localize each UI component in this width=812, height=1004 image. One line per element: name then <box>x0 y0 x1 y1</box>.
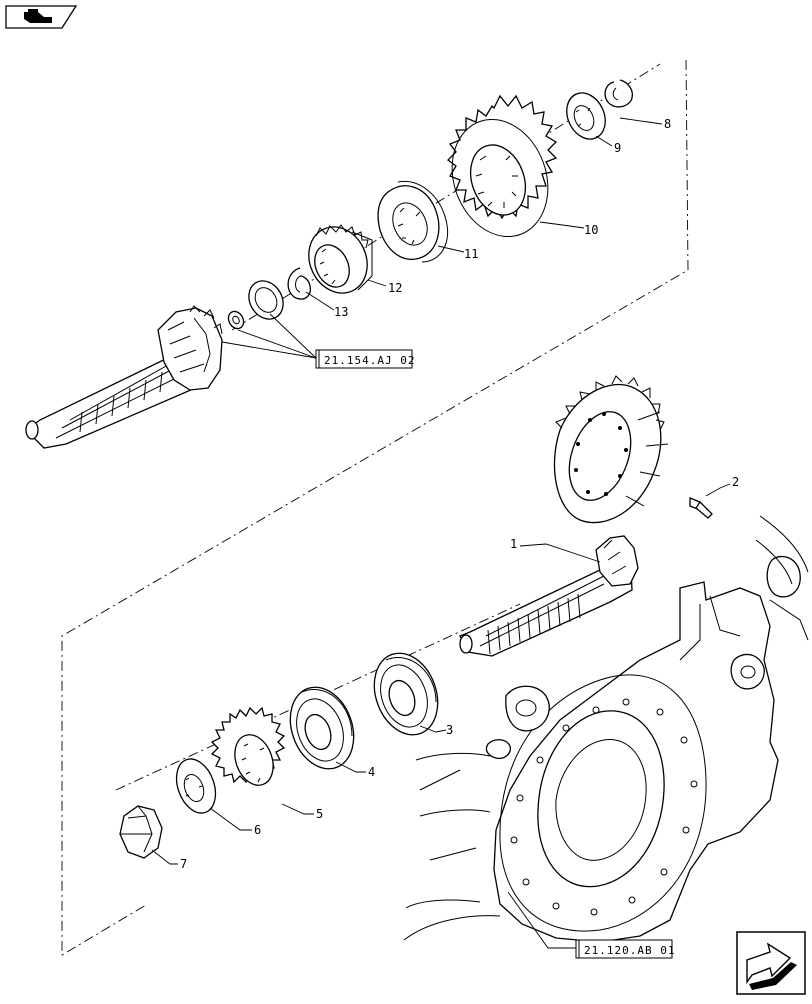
callout-labels: 1 2 3 4 5 6 7 8 9 10 11 12 13 <box>180 117 739 871</box>
bearing-3 <box>373 652 447 736</box>
callout-1: 1 <box>510 537 517 551</box>
assembly-outline <box>61 59 689 956</box>
callout-4: 4 <box>368 765 375 779</box>
input-shaft <box>24 305 223 449</box>
callout-8: 8 <box>664 117 671 131</box>
spur-gear-5 <box>210 706 314 815</box>
callout-12: 12 <box>388 281 402 295</box>
sleeve-11 <box>377 180 448 263</box>
callout-6: 6 <box>254 823 261 837</box>
bolt-2 <box>689 483 731 519</box>
ref-label-lower: 21.120.AB 01 <box>584 944 675 957</box>
callout-2: 2 <box>732 475 739 489</box>
washer-6 <box>175 758 252 831</box>
callout-11: 11 <box>464 247 478 261</box>
ring-gear-1 <box>553 375 669 524</box>
bearing-4 <box>289 686 366 773</box>
callout-9: 9 <box>614 141 621 155</box>
washer-9 <box>566 92 606 140</box>
next-page-arrow-icon[interactable] <box>736 931 806 995</box>
pinion-shaft-1 <box>459 535 639 657</box>
spur-gear-12 <box>308 224 373 294</box>
large-gear-10 <box>447 94 558 238</box>
callout-3: 3 <box>446 723 453 737</box>
callout-10: 10 <box>584 223 598 237</box>
circlip-8 <box>604 79 634 108</box>
ref-box-lower[interactable]: 21.120.AB 01 <box>575 939 675 959</box>
ref-box-upper[interactable]: 21.154.AJ 02 <box>315 349 415 369</box>
callout-5: 5 <box>316 807 323 821</box>
shaft-bearing <box>227 280 284 330</box>
transmission-housing <box>403 515 809 943</box>
callout-13: 13 <box>334 305 348 319</box>
hex-nut-7 <box>119 805 178 865</box>
snap-ring-13 <box>287 267 312 300</box>
upper-leaders <box>221 117 663 359</box>
book-pointer-icon[interactable] <box>5 5 78 29</box>
lower-ref-leader <box>507 891 576 949</box>
ref-label-upper: 21.154.AJ 02 <box>324 354 415 367</box>
callout-7: 7 <box>180 857 187 871</box>
